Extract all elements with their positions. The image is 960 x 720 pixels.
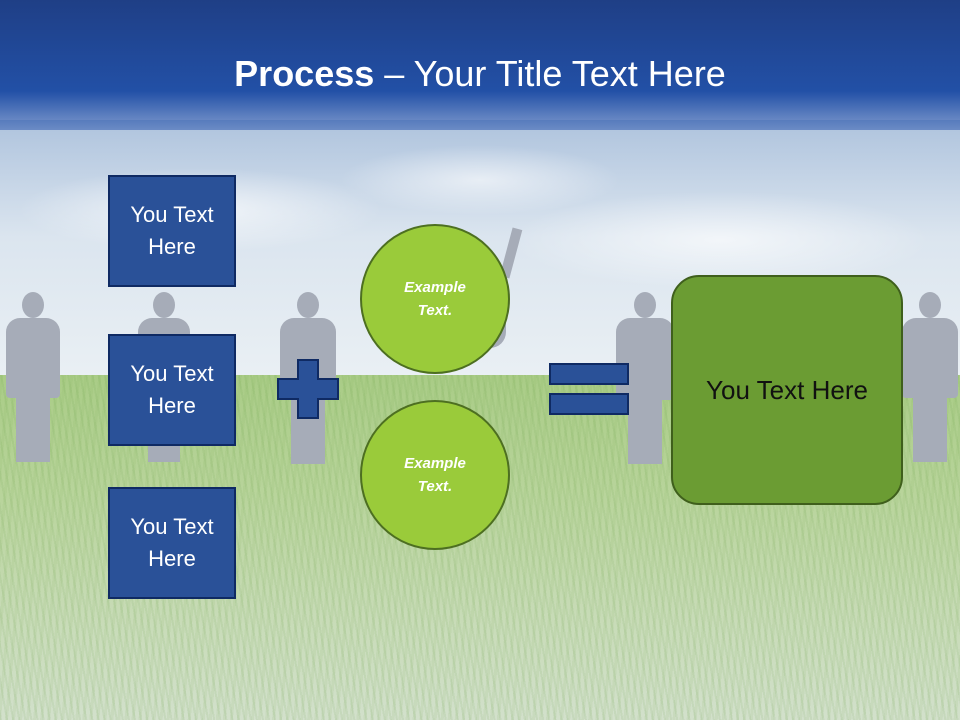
input-box-text-line1: You Text	[130, 361, 214, 386]
circle-text-line1: Example	[404, 455, 466, 472]
title-bar	[0, 0, 960, 130]
person-silhouette	[902, 292, 958, 462]
circle-text-line2: Text.	[417, 302, 453, 319]
circle-text-line1: Example	[404, 279, 466, 296]
person-silhouette	[616, 292, 674, 464]
title-rest-part: – Your Title Text Here	[374, 53, 726, 94]
input-box-text-line2: Here	[148, 393, 196, 418]
result-box[interactable]: You Text Here	[671, 275, 903, 505]
result-box-text: You Text Here	[706, 374, 868, 405]
input-box-text-line2: Here	[148, 234, 196, 259]
person-silhouette	[6, 292, 60, 462]
input-box-text-line1: You Text	[130, 202, 214, 227]
plus-icon	[277, 359, 339, 419]
slide-title: Process – Your Title Text Here	[0, 52, 960, 96]
input-box-text-line1: You Text	[130, 514, 214, 539]
circle-text-line2: Text.	[417, 478, 453, 495]
equals-icon	[549, 363, 629, 415]
title-bold-part: Process	[234, 53, 375, 94]
input-box-text-line2: Here	[148, 546, 196, 571]
